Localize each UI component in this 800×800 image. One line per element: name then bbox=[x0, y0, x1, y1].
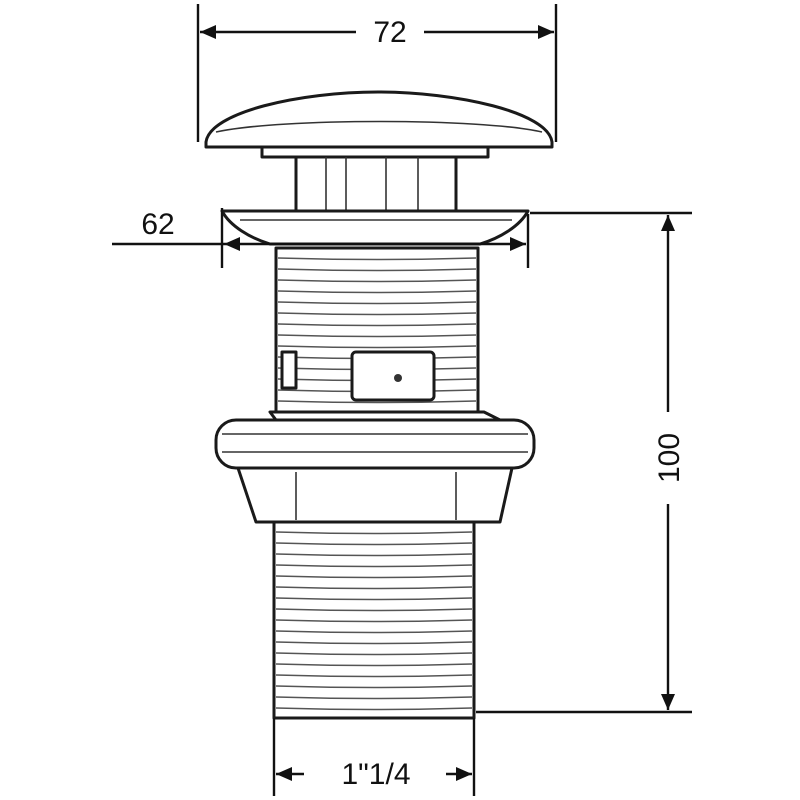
dim-flange-width-label: 62 bbox=[141, 208, 174, 241]
thread-ridge bbox=[277, 323, 477, 327]
thread-ridge bbox=[277, 279, 477, 283]
thread-ridge bbox=[277, 290, 477, 294]
dim-flange-width: 62 bbox=[112, 208, 530, 268]
dim-top-width-label: 72 bbox=[373, 16, 406, 49]
thread-ridge bbox=[277, 345, 477, 349]
thread-ridge bbox=[275, 685, 473, 689]
thread-ridge bbox=[277, 312, 477, 316]
stem bbox=[294, 155, 458, 213]
thread-ridge bbox=[275, 553, 473, 557]
lower-threads bbox=[275, 531, 473, 711]
upper-body bbox=[274, 246, 480, 414]
thread-ridge bbox=[275, 641, 473, 645]
thread-ridge bbox=[277, 257, 477, 261]
thread-ridge bbox=[275, 619, 473, 623]
locknut bbox=[214, 410, 536, 524]
thread-ridge bbox=[275, 564, 473, 568]
dim-top-width: 72 bbox=[196, 4, 558, 142]
thread-ridge bbox=[277, 301, 477, 305]
thread-ridge bbox=[275, 630, 473, 634]
thread-ridge bbox=[275, 608, 473, 612]
dim-height: 100 bbox=[476, 211, 692, 714]
thread-ridge bbox=[275, 586, 473, 590]
thread-ridge bbox=[275, 597, 473, 601]
thread-ridge bbox=[277, 400, 477, 404]
flange bbox=[220, 209, 530, 246]
thread-ridge bbox=[275, 663, 473, 667]
thread-ridge bbox=[275, 707, 473, 711]
dim-height-label: 100 bbox=[653, 433, 686, 483]
lower-body bbox=[272, 520, 476, 720]
cap bbox=[204, 90, 554, 159]
thread-ridge bbox=[277, 268, 477, 272]
dim-thread-size: 1"1/4 bbox=[272, 718, 476, 796]
dim-thread-size-label: 1"1/4 bbox=[341, 758, 410, 791]
thread-ridge bbox=[275, 542, 473, 546]
thread-ridge bbox=[275, 674, 473, 678]
upper-threads bbox=[277, 257, 477, 404]
thread-ridge bbox=[275, 575, 473, 579]
thread-ridge bbox=[275, 696, 473, 700]
thread-ridge bbox=[275, 652, 473, 656]
thread-ridge bbox=[277, 334, 477, 338]
thread-ridge bbox=[275, 531, 473, 535]
